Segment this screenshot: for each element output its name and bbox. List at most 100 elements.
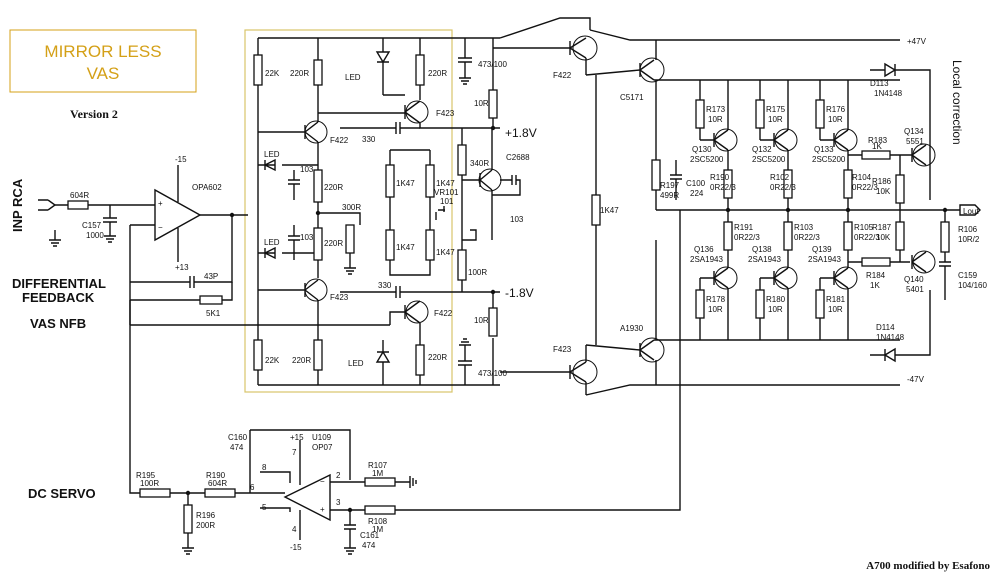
svg-text:224: 224 — [690, 189, 704, 198]
svg-text:+: + — [320, 505, 325, 514]
svg-text:R106: R106 — [958, 225, 978, 234]
svg-text:R190: R190 — [206, 471, 226, 480]
svg-text:Q132: Q132 — [752, 145, 772, 154]
svg-text:10K: 10K — [876, 233, 891, 242]
svg-text:104/160: 104/160 — [958, 281, 987, 290]
svg-text:Q138: Q138 — [752, 245, 772, 254]
svg-text:C100: C100 — [686, 179, 706, 188]
svg-text:−: − — [158, 223, 163, 232]
title-line1: MIRROR LESS — [44, 42, 161, 61]
driver-stage: F422 F423 1K47 C5171 A1930 R197 499R C10… — [493, 17, 900, 396]
svg-text:1K47: 1K47 — [396, 179, 415, 188]
dc-servo-stage: R195 100R R190 604R R196 200R − + C160 4… — [129, 210, 681, 555]
svg-text:-15: -15 — [175, 155, 187, 164]
svg-text:0R22/3: 0R22/3 — [852, 183, 878, 192]
output-stage: R173 10R Q130 2SC5200 R190 0R22/3 R175 1… — [656, 62, 987, 363]
svg-text:604R: 604R — [208, 479, 227, 488]
svg-text:1M: 1M — [372, 469, 383, 478]
svg-text:330: 330 — [378, 281, 392, 290]
svg-text:22K: 22K — [265, 356, 280, 365]
svg-text:6: 6 — [250, 483, 255, 492]
svg-text:100R: 100R — [468, 268, 487, 277]
svg-text:220R: 220R — [324, 183, 343, 192]
svg-text:Q134: Q134 — [904, 127, 924, 136]
title-line2: VAS — [87, 64, 120, 83]
svg-text:LED: LED — [264, 150, 280, 159]
svg-text:43P: 43P — [204, 272, 218, 281]
svg-text:R196: R196 — [196, 511, 216, 520]
svg-text:10R: 10R — [708, 115, 723, 124]
svg-text:LED: LED — [264, 238, 280, 247]
input-label: INP RCA — [10, 178, 25, 232]
svg-text:LED: LED — [348, 359, 364, 368]
svg-text:8: 8 — [262, 463, 267, 472]
svg-text:F422: F422 — [330, 136, 349, 145]
vas-box — [244, 29, 453, 393]
svg-text:0R22/3: 0R22/3 — [794, 233, 820, 242]
svg-text:0R22/3: 0R22/3 — [854, 233, 880, 242]
svg-text:220R: 220R — [324, 239, 343, 248]
svg-text:R197: R197 — [660, 181, 680, 190]
svg-text:220R: 220R — [428, 353, 447, 362]
svg-text:10R: 10R — [474, 316, 489, 325]
svg-text:R173: R173 — [706, 105, 726, 114]
svg-text:-15: -15 — [290, 543, 302, 552]
svg-text:C159: C159 — [958, 271, 978, 280]
feedback-label-1: DIFFERENTIAL — [12, 276, 106, 291]
svg-text:103: 103 — [300, 165, 314, 174]
r-in-label: 604R — [70, 191, 89, 200]
svg-text:2SA1943: 2SA1943 — [690, 255, 723, 264]
svg-text:R184: R184 — [866, 271, 886, 280]
svg-text:VR101: VR101 — [434, 188, 459, 197]
svg-text:R190: R190 — [710, 173, 730, 182]
svg-text:−: − — [320, 477, 325, 486]
vas-stage: 22K 220R LED 220R F423 F422 330 473/100 … — [253, 37, 507, 386]
svg-text:0R22/3: 0R22/3 — [770, 183, 796, 192]
svg-text:R180: R180 — [766, 295, 786, 304]
svg-text:R195: R195 — [136, 471, 156, 480]
opa602-symbol — [154, 188, 202, 242]
svg-text:10R: 10R — [828, 305, 843, 314]
svg-text:3: 3 — [336, 498, 341, 507]
svg-text:R105: R105 — [854, 223, 874, 232]
svg-text:R187: R187 — [872, 223, 892, 232]
svg-text:R178: R178 — [706, 295, 726, 304]
svg-text:5401: 5401 — [906, 285, 924, 294]
svg-text:0R22/3: 0R22/3 — [734, 233, 760, 242]
svg-text:OP07: OP07 — [312, 443, 333, 452]
feedback-label-2: FEEDBACK — [22, 290, 95, 305]
title-box — [9, 29, 197, 93]
svg-text:1K: 1K — [872, 142, 882, 151]
svg-text:10R: 10R — [828, 115, 843, 124]
svg-text:C161: C161 — [360, 531, 380, 540]
svg-text:1K: 1K — [870, 281, 880, 290]
svg-text:0R22/3: 0R22/3 — [710, 183, 736, 192]
svg-text:R176: R176 — [826, 105, 846, 114]
svg-text:C160: C160 — [228, 433, 248, 442]
svg-text:200R: 200R — [196, 521, 215, 530]
svg-text:330: 330 — [362, 135, 376, 144]
svg-text:4: 4 — [292, 525, 297, 534]
svg-text:5K1: 5K1 — [206, 309, 221, 318]
svg-text:C5171: C5171 — [620, 93, 644, 102]
svg-text:R186: R186 — [872, 177, 892, 186]
svg-text:Q136: Q136 — [694, 245, 714, 254]
svg-text:D114: D114 — [876, 323, 895, 332]
svg-text:+: + — [158, 199, 163, 208]
svg-text:499R: 499R — [660, 191, 679, 200]
svg-text:1K47: 1K47 — [436, 248, 455, 257]
svg-text:103: 103 — [510, 215, 524, 224]
rail-pos-label: +47V — [907, 37, 927, 46]
svg-text:10R/2: 10R/2 — [958, 235, 980, 244]
svg-text:10K: 10K — [876, 187, 891, 196]
vas-nfb-label: VAS NFB — [30, 316, 86, 331]
svg-text:F422: F422 — [434, 309, 453, 318]
svg-text:10R: 10R — [474, 99, 489, 108]
svg-text:R183: R183 — [868, 136, 888, 145]
svg-text:1N4148: 1N4148 — [876, 333, 905, 342]
svg-text:LED: LED — [345, 73, 361, 82]
svg-text:1K47: 1K47 — [436, 179, 455, 188]
input-stage: 604R C157 1000 + − OPA602 -15 +13 43P 5K… — [38, 155, 390, 326]
